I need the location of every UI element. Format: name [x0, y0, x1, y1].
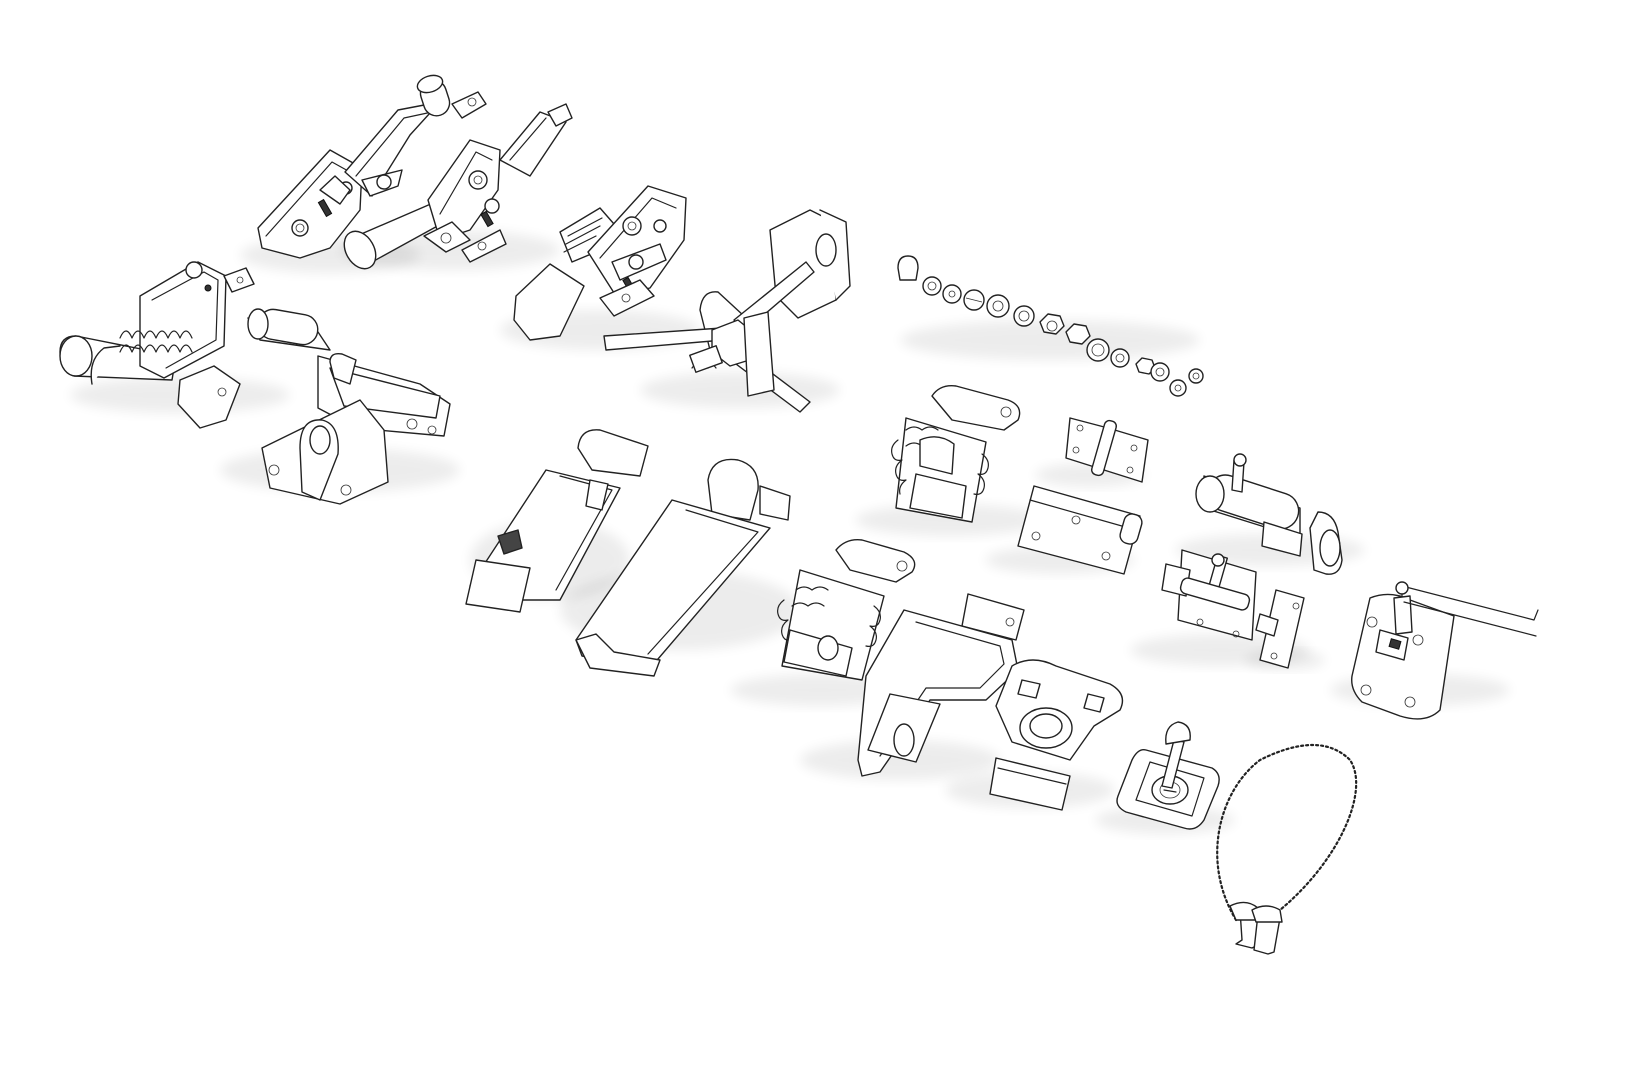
- flat-hinge-icon: [985, 485, 1143, 575]
- key-chain-icon: [1216, 744, 1358, 955]
- draw-latch-open-icon: [800, 593, 1025, 780]
- keeper-plate-icon: [1245, 589, 1325, 670]
- butt-hinge-icon: [1035, 417, 1149, 487]
- key-lock-icon: [1095, 721, 1235, 834]
- adjustable-draw-latch-icon: [240, 74, 487, 273]
- twist-latch-icon: [945, 659, 1124, 811]
- hardware-fasteners-icon: [897, 255, 1204, 397]
- spring-bolt-latch-icon: [59, 261, 290, 429]
- spring-toggle-latch-icon: [560, 458, 800, 677]
- over-center-latch-icon: [855, 385, 1045, 536]
- t-handle-clamp-icon: [603, 209, 851, 413]
- toggle-latch-icon: [340, 103, 573, 270]
- barrel-pin-latch-icon: [220, 308, 460, 505]
- pin-hinge-rod-icon: [1330, 581, 1539, 720]
- long-draw-latch-icon: [465, 429, 649, 613]
- lever-toggle-clamp-icon: [500, 185, 700, 350]
